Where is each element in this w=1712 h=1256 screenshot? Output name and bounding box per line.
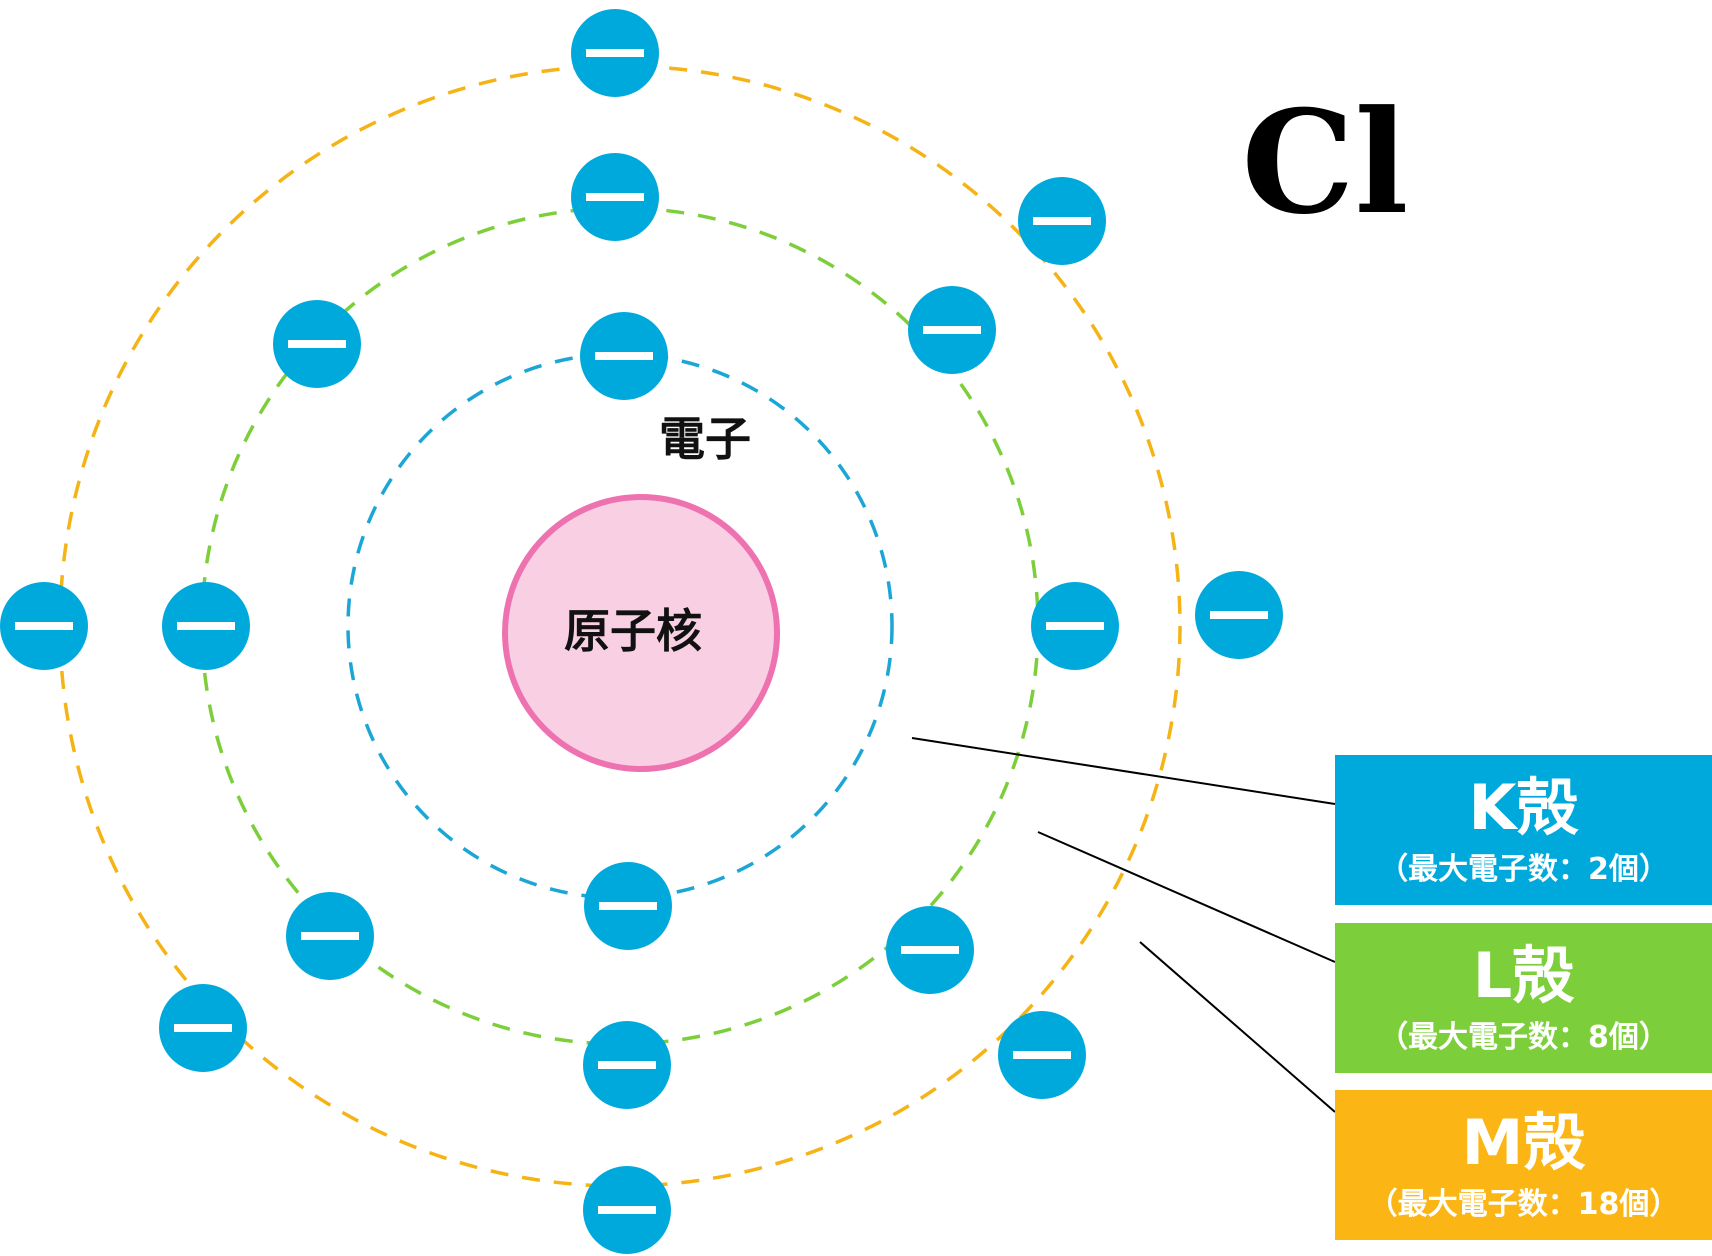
m-shell-electron bbox=[571, 9, 659, 97]
l-shell-electron bbox=[162, 582, 250, 670]
m-shell-electron bbox=[583, 1166, 671, 1254]
minus-sign-icon bbox=[586, 193, 644, 201]
nucleus-label: 原子核 bbox=[564, 604, 702, 658]
l-shell-label-box: L殻 （最大電子数：8個） bbox=[1335, 923, 1712, 1073]
k-shell-label-box: K殻 （最大電子数：2個） bbox=[1335, 755, 1712, 905]
electrons-group bbox=[0, 9, 1283, 1254]
minus-sign-icon bbox=[599, 902, 657, 910]
minus-sign-icon bbox=[1013, 1051, 1071, 1059]
l-shell-capacity: （最大電子数：8個） bbox=[1378, 1020, 1669, 1055]
nucleus bbox=[502, 494, 780, 772]
l-shell-electron bbox=[571, 153, 659, 241]
l-shell-electron bbox=[908, 286, 996, 374]
k-shell-leader-line bbox=[911, 737, 1336, 805]
minus-sign-icon bbox=[1210, 611, 1268, 619]
element-symbol: Cl bbox=[1242, 80, 1409, 246]
m-shell-leader-line bbox=[1139, 941, 1336, 1113]
m-shell-electron bbox=[1195, 571, 1283, 659]
l-shell-name: L殻 bbox=[1472, 939, 1575, 1012]
m-shell-capacity: （最大電子数：18個） bbox=[1367, 1187, 1680, 1222]
minus-sign-icon bbox=[586, 49, 644, 57]
minus-sign-icon bbox=[598, 1061, 656, 1069]
minus-sign-icon bbox=[1033, 217, 1091, 225]
m-shell-electron bbox=[1018, 177, 1106, 265]
l-shell-electron bbox=[273, 300, 361, 388]
m-shell-name: M殻 bbox=[1461, 1106, 1586, 1179]
k-shell-electron bbox=[584, 862, 672, 950]
m-shell-electron bbox=[159, 984, 247, 1072]
minus-sign-icon bbox=[174, 1024, 232, 1032]
minus-sign-icon bbox=[177, 622, 235, 630]
m-shell-label-box: M殻 （最大電子数：18個） bbox=[1335, 1090, 1712, 1240]
k-shell-name: K殻 bbox=[1468, 771, 1579, 844]
electron-label: 電子 bbox=[659, 412, 751, 466]
minus-sign-icon bbox=[15, 622, 73, 630]
minus-sign-icon bbox=[595, 352, 653, 360]
l-shell-leader-line bbox=[1037, 831, 1336, 963]
l-shell-electron bbox=[1031, 582, 1119, 670]
minus-sign-icon bbox=[1046, 622, 1104, 630]
minus-sign-icon bbox=[923, 326, 981, 334]
minus-sign-icon bbox=[301, 932, 359, 940]
minus-sign-icon bbox=[901, 946, 959, 954]
k-shell-capacity: （最大電子数：2個） bbox=[1378, 852, 1669, 887]
m-shell-electron bbox=[0, 582, 88, 670]
minus-sign-icon bbox=[598, 1206, 656, 1214]
l-shell-electron bbox=[886, 906, 974, 994]
l-shell-electron bbox=[583, 1021, 671, 1109]
l-shell-electron bbox=[286, 892, 374, 980]
minus-sign-icon bbox=[288, 340, 346, 348]
m-shell-electron bbox=[998, 1011, 1086, 1099]
k-shell-electron bbox=[580, 312, 668, 400]
